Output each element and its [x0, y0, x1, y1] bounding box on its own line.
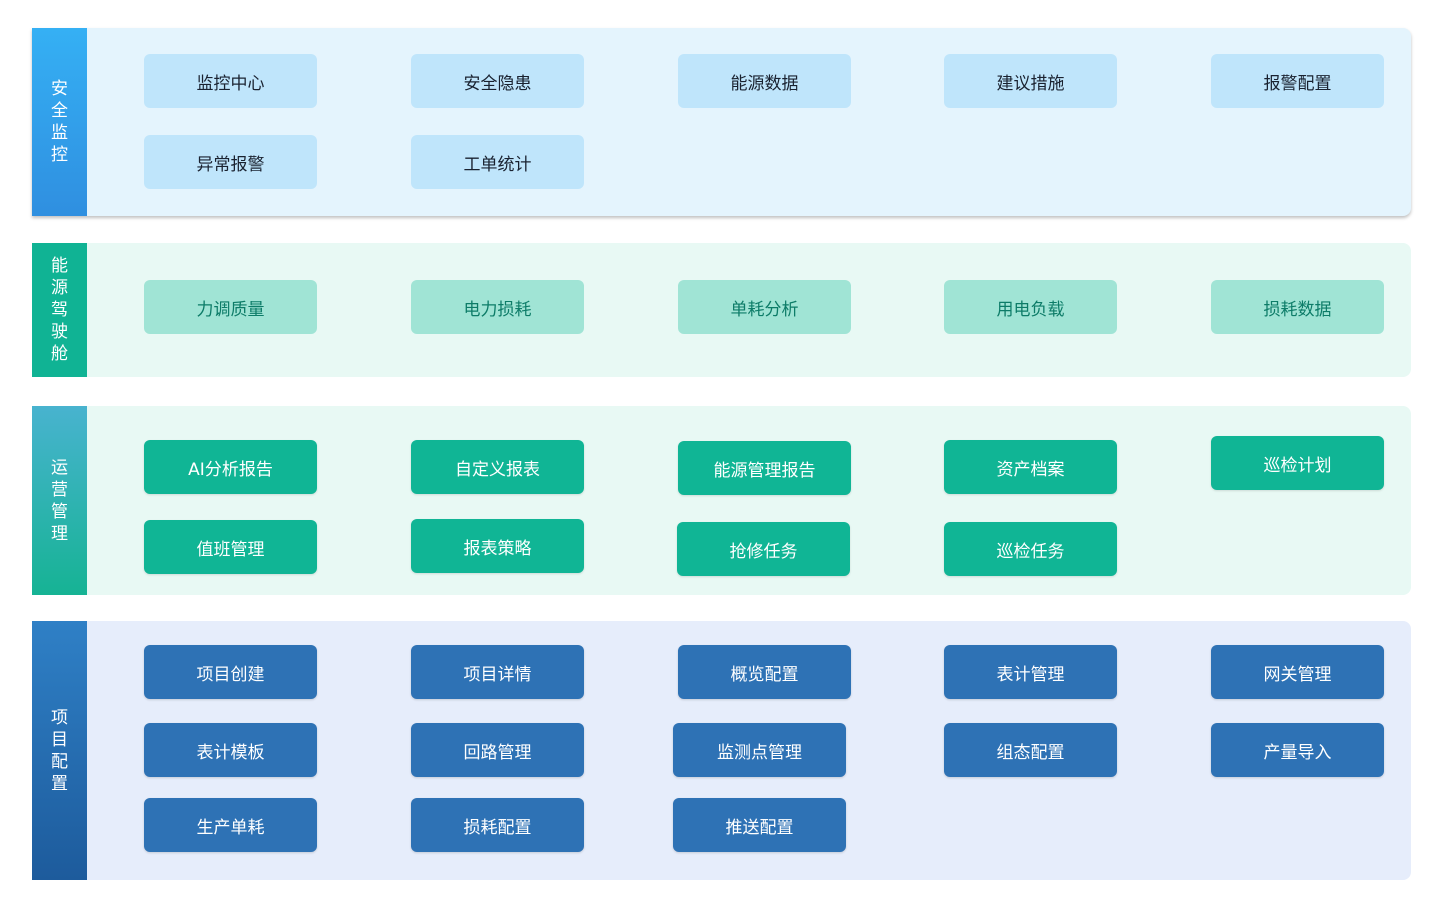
production-import-button[interactable]: 产量导入: [1211, 723, 1384, 777]
section-energy-cockpit: 能 源 驾 驶 舱 力调质量 电力损耗 单耗分析 用电负载 损耗数据: [32, 243, 1411, 377]
project-details-button[interactable]: 项目详情: [411, 645, 584, 699]
meter-management-button[interactable]: 表计管理: [944, 645, 1117, 699]
abnormal-alarm-button[interactable]: 异常报警: [144, 135, 317, 189]
section-title-safety-monitoring: 安 全 监 控: [32, 28, 87, 216]
custom-report-button[interactable]: 自定义报表: [411, 440, 584, 494]
energy-data-button[interactable]: 能源数据: [678, 54, 851, 108]
repair-task-button[interactable]: 抢修任务: [677, 522, 850, 576]
project-create-button[interactable]: 项目创建: [144, 645, 317, 699]
section-title-operations-management: 运 营 管 理: [32, 406, 87, 595]
section-operations-management: 运 营 管 理 AI分析报告 自定义报表 能源管理报告 资产档案 巡检计划 值班…: [32, 406, 1411, 595]
section-title-energy-cockpit: 能 源 驾 驶 舱: [32, 243, 87, 377]
monitoring-center-button[interactable]: 监控中心: [144, 54, 317, 108]
loss-data-button[interactable]: 损耗数据: [1211, 280, 1384, 334]
section-project-configuration: 项 目 配 置 项目创建 项目详情 概览配置 表计管理 网关管理 表计模板 回路…: [32, 621, 1411, 880]
section-safety-monitoring: 安 全 监 控 监控中心 安全隐患 能源数据 建议措施 报警配置 异常报警 工单…: [32, 28, 1411, 216]
inspection-task-button[interactable]: 巡检任务: [944, 522, 1117, 576]
energy-management-report-button[interactable]: 能源管理报告: [678, 441, 851, 495]
report-strategy-button[interactable]: 报表策略: [411, 519, 584, 573]
loss-config-button[interactable]: 损耗配置: [411, 798, 584, 852]
alarm-config-button[interactable]: 报警配置: [1211, 54, 1384, 108]
configuration-setup-button[interactable]: 组态配置: [944, 723, 1117, 777]
circuit-management-button[interactable]: 回路管理: [411, 723, 584, 777]
ai-analysis-report-button[interactable]: AI分析报告: [144, 440, 317, 494]
power-loss-button[interactable]: 电力损耗: [411, 280, 584, 334]
work-order-stats-button[interactable]: 工单统计: [411, 135, 584, 189]
unit-consumption-analysis-button[interactable]: 单耗分析: [678, 280, 851, 334]
suggested-measures-button[interactable]: 建议措施: [944, 54, 1117, 108]
inspection-plan-button[interactable]: 巡检计划: [1211, 436, 1384, 490]
meter-template-button[interactable]: 表计模板: [144, 723, 317, 777]
monitoring-point-management-button[interactable]: 监测点管理: [673, 723, 846, 777]
section-title-project-configuration: 项 目 配 置: [32, 621, 87, 880]
push-config-button[interactable]: 推送配置: [673, 798, 846, 852]
overview-config-button[interactable]: 概览配置: [678, 645, 851, 699]
asset-archive-button[interactable]: 资产档案: [944, 440, 1117, 494]
duty-management-button[interactable]: 值班管理: [144, 520, 317, 574]
production-unit-consumption-button[interactable]: 生产单耗: [144, 798, 317, 852]
power-factor-quality-button[interactable]: 力调质量: [144, 280, 317, 334]
electric-load-button[interactable]: 用电负载: [944, 280, 1117, 334]
safety-hazards-button[interactable]: 安全隐患: [411, 54, 584, 108]
gateway-management-button[interactable]: 网关管理: [1211, 645, 1384, 699]
